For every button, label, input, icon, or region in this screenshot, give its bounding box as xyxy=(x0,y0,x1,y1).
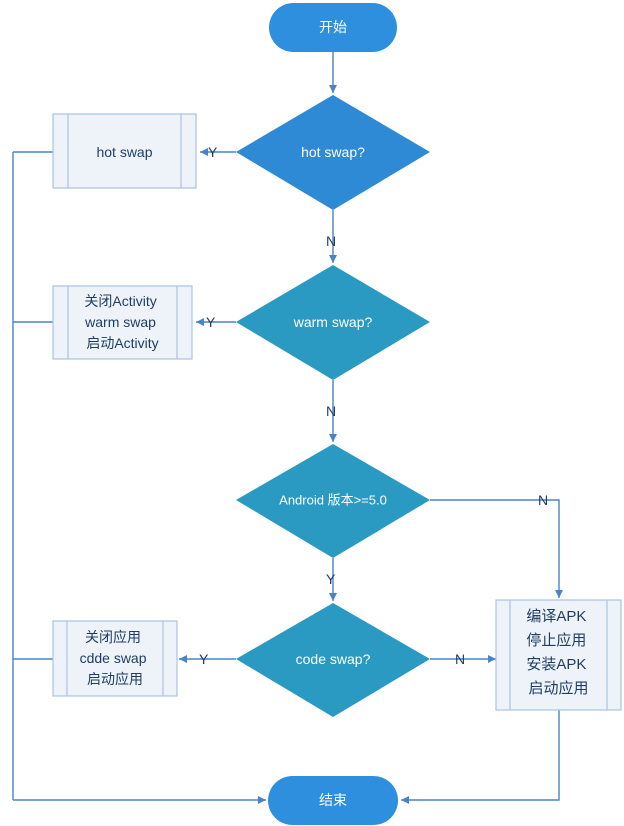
label-code-no: N xyxy=(455,651,465,667)
decision-hot-swap-label: hot swap? xyxy=(301,144,365,160)
process-full-rebuild-line-2: 停止应用 xyxy=(526,631,586,649)
edge-rebuild-to-end xyxy=(401,710,560,804)
label-hot-yes: Y xyxy=(208,144,218,160)
process-warm-swap-line-1: 关闭Activity xyxy=(84,293,156,309)
process-hot-swap-line: hot swap xyxy=(96,144,152,160)
process-hot-swap-text: hot swap xyxy=(96,144,152,160)
label-android-no: N xyxy=(538,492,548,508)
process-warm-swap-text: 关闭Activity warm swap 启动Activity xyxy=(84,293,160,351)
process-hot-swap: hot swap xyxy=(52,113,197,189)
decision-android-version: Android 版本>=5.0 xyxy=(236,444,430,558)
start-label: 开始 xyxy=(319,19,347,35)
connectors xyxy=(12,52,563,804)
label-android-yes: Y xyxy=(326,571,336,587)
process-full-rebuild: 编译APK 停止应用 安装APK 启动应用 xyxy=(495,599,622,711)
process-warm-swap-line-2: warm swap xyxy=(84,314,156,330)
edge-android-no xyxy=(430,499,563,598)
process-full-rebuild-line-4: 启动应用 xyxy=(528,679,588,697)
label-warm-yes: Y xyxy=(206,314,216,330)
edge-labels: Y N Y N Y N Y N xyxy=(199,144,548,667)
process-code-swap-line-2: cdde swap xyxy=(80,650,147,666)
label-hot-no: N xyxy=(326,233,336,249)
decision-code-swap: code swap? xyxy=(236,603,430,717)
decision-warm-swap-label: warm swap? xyxy=(293,314,373,330)
decision-warm-swap: warm swap? xyxy=(236,265,430,380)
process-warm-swap-line-3: 启动Activity xyxy=(86,335,158,351)
process-full-rebuild-line-3: 安装APK xyxy=(526,656,586,673)
process-code-swap-text: 关闭应用 cdde swap 启动应用 xyxy=(80,629,151,687)
decision-code-swap-label: code swap? xyxy=(296,651,371,667)
end-label: 结束 xyxy=(319,792,347,808)
decision-hot-swap: hot swap? xyxy=(236,95,430,210)
end-terminal: 结束 xyxy=(268,776,398,825)
start-terminal: 开始 xyxy=(269,3,397,52)
label-code-yes: Y xyxy=(199,651,209,667)
process-code-swap: 关闭应用 cdde swap 启动应用 xyxy=(52,620,178,697)
process-full-rebuild-text: 编译APK 停止应用 安装APK 启动应用 xyxy=(526,608,590,697)
process-code-swap-line-1: 关闭应用 xyxy=(85,629,141,645)
process-code-swap-line-3: 启动应用 xyxy=(87,671,143,687)
process-warm-swap: 关闭Activity warm swap 启动Activity xyxy=(52,285,193,360)
label-warm-no: N xyxy=(326,403,336,419)
decision-android-version-label: Android 版本>=5.0 xyxy=(279,493,387,508)
process-full-rebuild-line-1: 编译APK xyxy=(526,608,586,625)
